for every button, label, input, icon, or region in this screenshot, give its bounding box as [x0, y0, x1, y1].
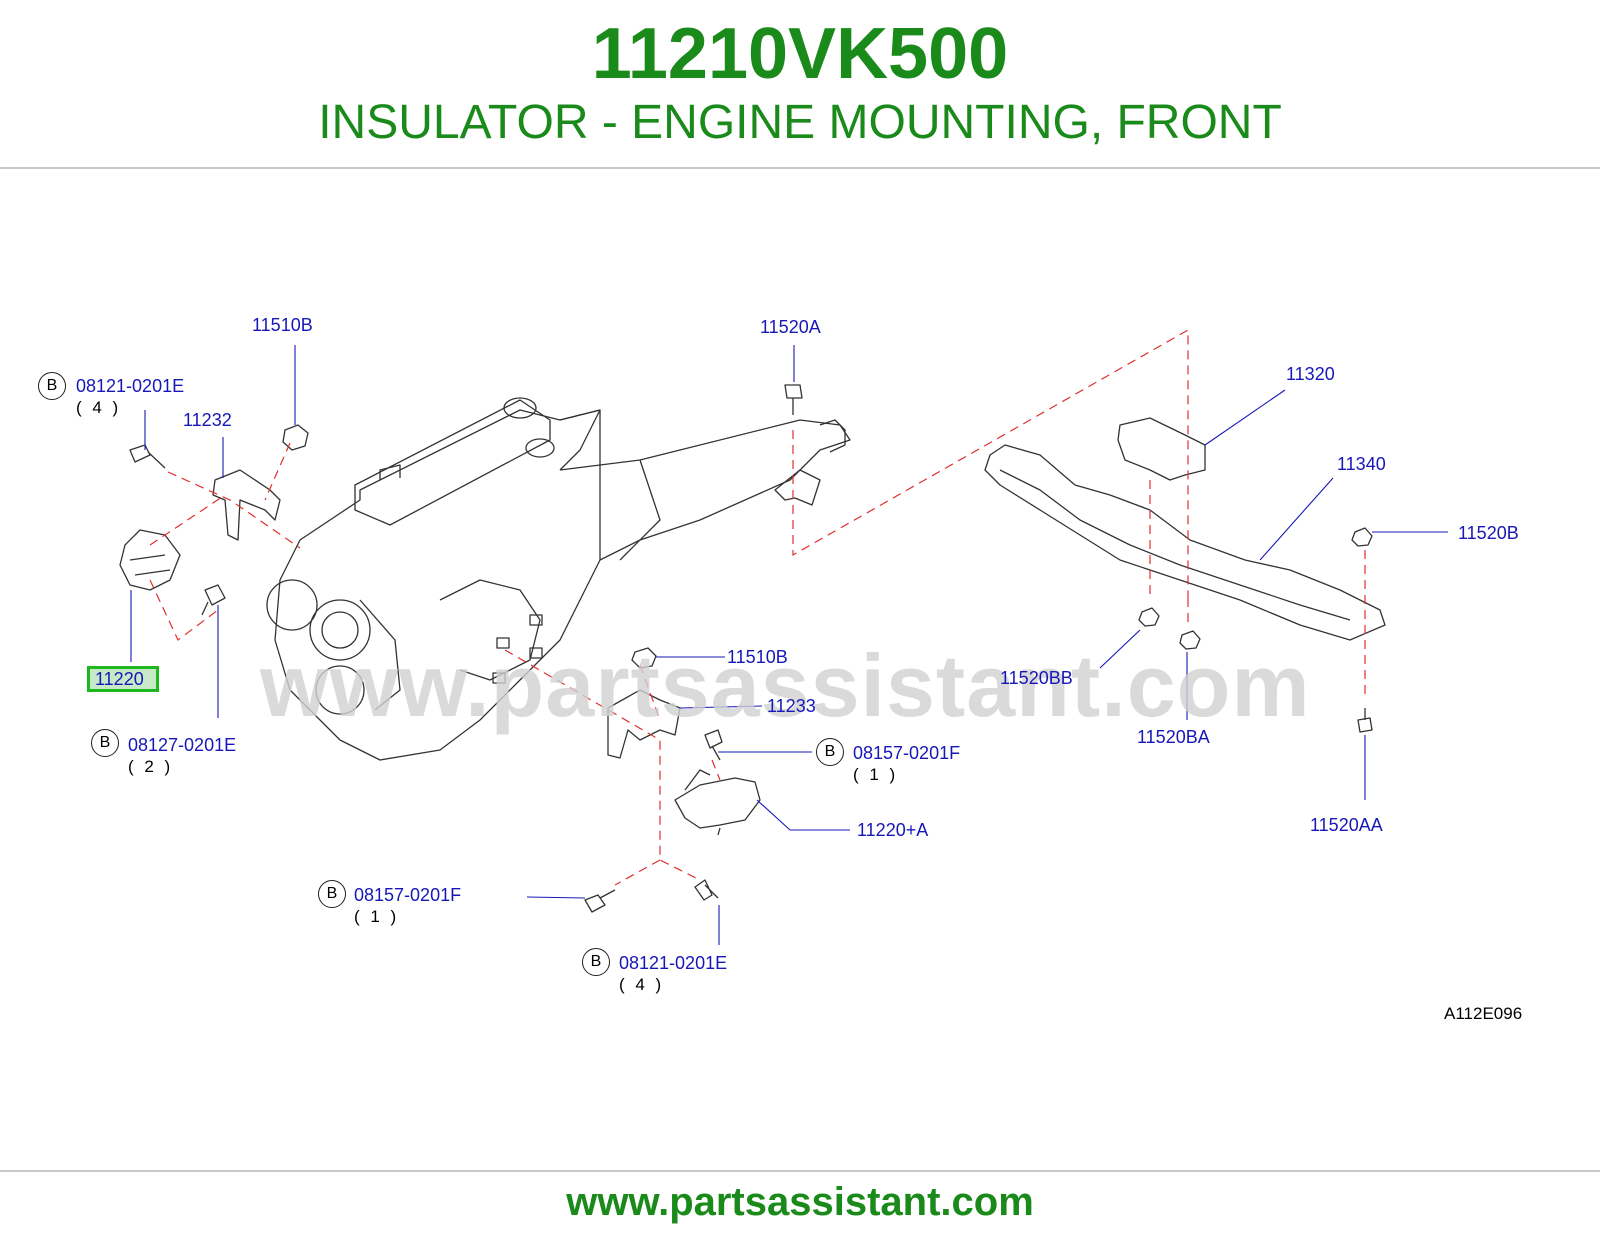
label-bolt-b5[interactable]: 08121-0201E [619, 953, 728, 973]
diagram-code: A112E096 [1444, 1004, 1523, 1023]
crossmember-11340 [984, 444, 1386, 641]
bolt-08157-lower [584, 889, 616, 913]
nut-11520BB [1138, 607, 1160, 627]
qty-bolt-b4: ( 1 ) [354, 907, 400, 926]
label-11220A[interactable]: 11220+A [857, 820, 929, 840]
nut-11510B-top [282, 424, 309, 451]
qty-bolt-b1: ( 4 ) [76, 398, 122, 417]
bolt-08157-upper [704, 729, 723, 761]
bolt-symbol-b3: B [816, 738, 844, 766]
bracket-11233 [607, 689, 681, 759]
highlight-box [87, 666, 159, 692]
nut-11520B [1351, 527, 1373, 547]
label-11520AA[interactable]: 11520AA [1310, 815, 1383, 835]
label-bolt-b2[interactable]: 08127-0201E [128, 735, 237, 755]
label-11520BB[interactable]: 11520BB [1000, 668, 1073, 688]
part-number-title: 11210VK500 [591, 14, 1009, 94]
bolt-11520AA [1357, 708, 1373, 733]
label-11520BA[interactable]: 11520BA [1137, 727, 1210, 747]
bracket-11232 [212, 469, 281, 541]
bolt-08121-lower [694, 879, 719, 901]
label-bolt-b3[interactable]: 08157-0201F [853, 743, 961, 763]
label-11510B-mid[interactable]: 11510B [727, 647, 788, 667]
transmission [559, 419, 851, 561]
part-name-subtitle: INSULATOR - ENGINE MOUNTING, FRONT [318, 96, 1282, 149]
label-11520B[interactable]: 11520B [1458, 523, 1519, 543]
bolt-symbol-b5: B [582, 948, 610, 976]
label-11232[interactable]: 11232 [183, 410, 232, 430]
bolt-symbol-b4: B [318, 880, 346, 908]
engine-block [274, 409, 601, 761]
label-11510B-top[interactable]: 11510B [252, 315, 313, 335]
bolt-08121-left [129, 444, 166, 469]
nut-11510B-mid [631, 647, 657, 669]
qty-bolt-b5: ( 4 ) [619, 975, 665, 994]
header-divider [0, 167, 1600, 169]
bolt-symbol-b1: B [38, 372, 66, 400]
watermark: www.partsassistant.com [260, 636, 1311, 735]
label-11320[interactable]: 11320 [1286, 364, 1335, 384]
label-11520A[interactable]: 11520A [760, 317, 821, 337]
label-11220[interactable]: 11220 [95, 669, 144, 689]
mount-11320 [1117, 417, 1206, 481]
insulator-11220A [674, 777, 761, 829]
insulator-11220-shape [119, 529, 181, 591]
footer-url[interactable]: www.partsassistant.com [566, 1180, 1034, 1224]
label-bolt-b1[interactable]: 08121-0201E [76, 376, 185, 396]
qty-bolt-b3: ( 1 ) [853, 765, 899, 784]
bolt-08127-left [201, 584, 226, 616]
label-bolt-b4[interactable]: 08157-0201F [354, 885, 462, 905]
bolt-symbol-b2: B [91, 729, 119, 757]
bolt-11520A [784, 384, 803, 415]
label-11340[interactable]: 11340 [1337, 454, 1386, 474]
footer-divider [0, 1170, 1600, 1172]
label-11233[interactable]: 11233 [767, 696, 816, 716]
qty-bolt-b2: ( 2 ) [128, 757, 174, 776]
washer-11520BA [1179, 630, 1201, 650]
